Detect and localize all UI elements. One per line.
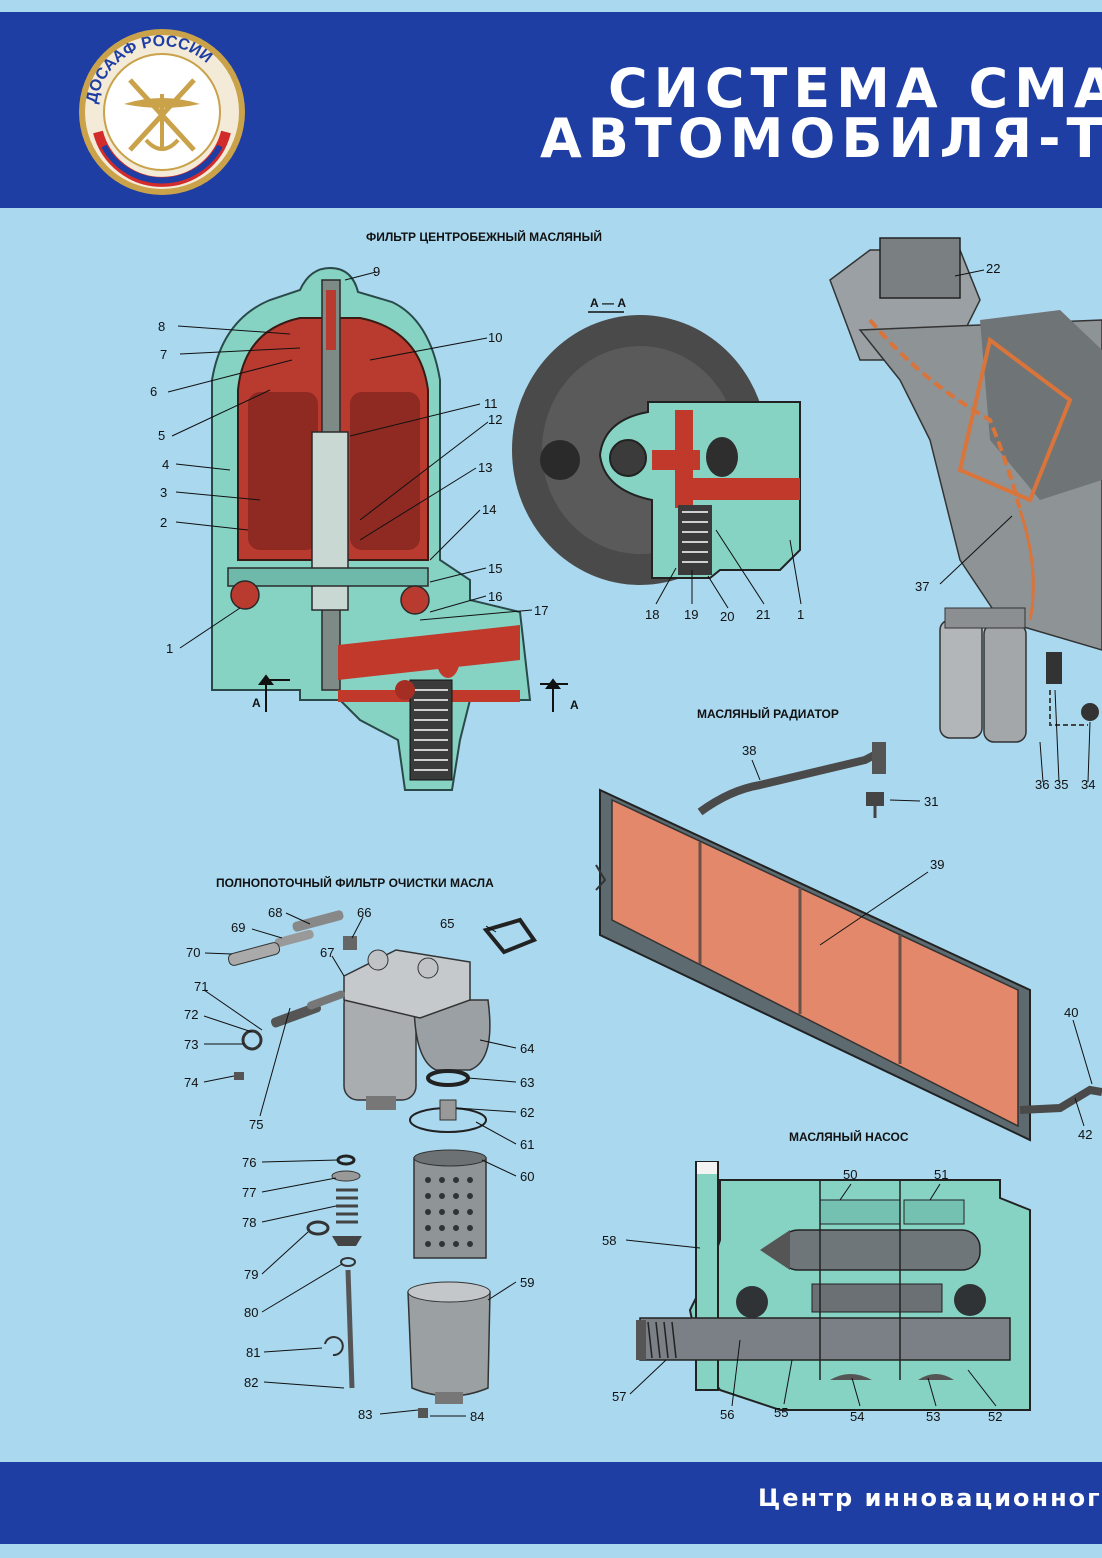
- part-label: 5: [158, 428, 166, 443]
- part-label: 77: [242, 1185, 257, 1200]
- part-label: 34: [1081, 777, 1096, 792]
- part-label: 42: [1078, 1127, 1093, 1142]
- part-label: 51: [934, 1167, 949, 1182]
- part-label: 31: [924, 794, 939, 809]
- part-label: 72: [184, 1007, 199, 1022]
- footer-band: [0, 1462, 1102, 1544]
- part-label: 2: [160, 515, 168, 530]
- part-label: 79: [244, 1267, 259, 1282]
- caption-centrifugal-filter: ФИЛЬТР ЦЕНТРОБЕЖНЫЙ МАСЛЯНЫЙ: [366, 230, 602, 244]
- part-label: 63: [520, 1075, 535, 1090]
- footer-text: Центр инновационног: [758, 1484, 1102, 1512]
- part-label: 59: [520, 1275, 535, 1290]
- part-label: 16: [488, 589, 503, 604]
- section-marker-left: А: [252, 696, 261, 710]
- oil-pump-drawing: [625, 1161, 1031, 1411]
- part-label: 57: [612, 1389, 627, 1404]
- part-label: 53: [926, 1409, 941, 1424]
- part-label: 38: [742, 743, 757, 758]
- part-label: 15: [488, 561, 503, 576]
- part-label: 76: [242, 1155, 257, 1170]
- part-label: 11: [484, 396, 498, 411]
- part-label: 54: [850, 1409, 865, 1424]
- part-label: 20: [720, 609, 735, 624]
- part-label: 19: [684, 607, 699, 622]
- part-label: 61: [520, 1137, 535, 1152]
- part-label: 56: [720, 1407, 735, 1422]
- part-label: 37: [915, 579, 930, 594]
- part-label: 78: [242, 1215, 257, 1230]
- part-label: 1: [166, 641, 174, 656]
- part-label: 70: [186, 945, 201, 960]
- part-label: 22: [986, 261, 1001, 276]
- part-label: 12: [488, 412, 503, 427]
- part-label: 39: [930, 857, 945, 872]
- caption-oil-pump: МАСЛЯНЫЙ НАСОС: [789, 1130, 909, 1144]
- part-label: 68: [268, 905, 283, 920]
- part-label: 10: [488, 330, 503, 345]
- caption-full-flow-filter: ПОЛНОПОТОЧНЫЙ ФИЛЬТР ОЧИСТКИ МАСЛА: [216, 876, 494, 890]
- engine-assembly-drawing: [829, 237, 1102, 783]
- poster-title-line-1: СИСТЕМА СМА: [608, 57, 1102, 120]
- oil-radiator-drawing: [595, 742, 1102, 1142]
- part-label: 4: [162, 457, 170, 472]
- part-label: 71: [194, 979, 209, 994]
- part-label: 35: [1054, 777, 1069, 792]
- section-aa-drawing: [512, 311, 802, 609]
- part-label: 3: [160, 485, 168, 500]
- part-label: 75: [249, 1117, 264, 1132]
- part-label: 69: [231, 920, 246, 935]
- full-flow-filter-drawing: [203, 910, 538, 1418]
- part-label: 80: [244, 1305, 259, 1320]
- part-label: 40: [1064, 1005, 1079, 1020]
- part-label: 8: [158, 319, 166, 334]
- part-label: 82: [244, 1375, 259, 1390]
- poster-title-line-2: АВТОМОБИЛЯ-ТЯ: [540, 107, 1102, 170]
- part-label: 7: [160, 347, 168, 362]
- part-label: 67: [320, 945, 335, 960]
- part-label: 84: [470, 1409, 485, 1424]
- part-label: 62: [520, 1105, 535, 1120]
- part-label: 73: [184, 1037, 199, 1052]
- part-label: 74: [184, 1075, 199, 1090]
- part-label: 65: [440, 916, 455, 931]
- part-label: 83: [358, 1407, 373, 1422]
- part-label: 9: [373, 264, 381, 279]
- part-label: 14: [482, 502, 497, 517]
- section-marker-right: А: [570, 698, 579, 712]
- caption-section-aa: А — А: [590, 296, 626, 310]
- part-label: 13: [478, 460, 493, 475]
- part-label: 60: [520, 1169, 535, 1184]
- centrifugal-filter-drawing: [167, 266, 568, 791]
- part-label: 50: [843, 1167, 858, 1182]
- part-label: 58: [602, 1233, 617, 1248]
- part-label: 66: [357, 905, 372, 920]
- part-label: 18: [645, 607, 660, 622]
- part-label: 6: [150, 384, 158, 399]
- part-label: 17: [534, 603, 549, 618]
- caption-oil-radiator: МАСЛЯНЫЙ РАДИАТОР: [697, 707, 839, 721]
- part-label: 55: [774, 1405, 789, 1420]
- part-label: 36: [1035, 777, 1050, 792]
- part-label: 64: [520, 1041, 535, 1056]
- part-label: 81: [246, 1345, 261, 1360]
- part-label: 21: [756, 607, 771, 622]
- dosaaf-logo: ДОСААФ РОССИИ: [79, 29, 245, 195]
- part-label: 1: [797, 607, 805, 622]
- part-label: 52: [988, 1409, 1003, 1424]
